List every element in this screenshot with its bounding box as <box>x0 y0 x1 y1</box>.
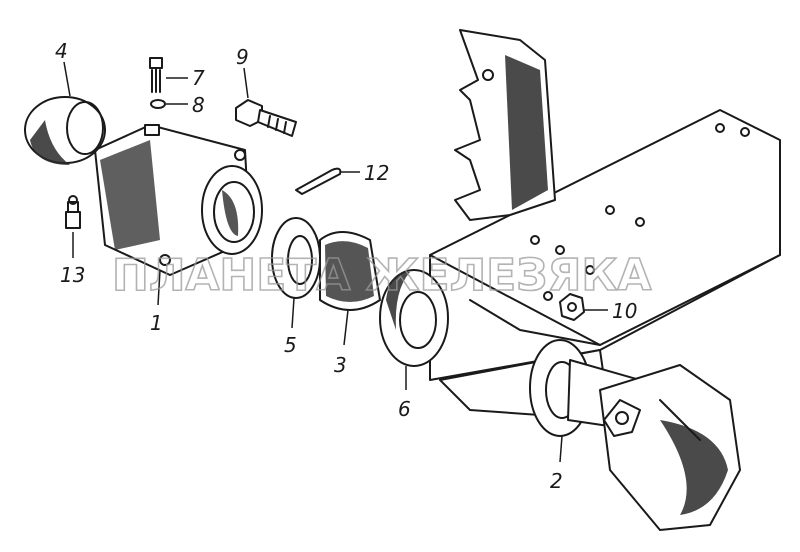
bolt-7 <box>149 57 163 93</box>
callout-8: 8 <box>192 93 205 117</box>
watermark-text: ПЛАНЕТА ЖЕЛЕЗЯКА <box>112 250 651 301</box>
callout-12: 12 <box>364 161 389 185</box>
callout-9: 9 <box>236 45 249 69</box>
cotter-pin-12 <box>295 167 342 195</box>
bolt-9 <box>235 99 297 137</box>
callout-3: 3 <box>334 353 347 377</box>
mounting-bracket <box>454 29 556 221</box>
grease-fitting-13 <box>65 195 81 229</box>
leader-lines <box>63 61 608 463</box>
washer-8 <box>150 99 166 109</box>
callout-2: 2 <box>550 469 563 493</box>
callout-1: 1 <box>150 311 163 335</box>
callout-13: 13 <box>60 263 85 287</box>
callout-10: 10 <box>612 299 637 323</box>
callout-4: 4 <box>55 39 68 63</box>
bushing-3 <box>319 231 381 311</box>
washer-5 <box>271 217 321 299</box>
cap-4 <box>24 96 106 165</box>
callout-5: 5 <box>284 333 297 357</box>
callout-6: 6 <box>398 397 411 421</box>
tow-hook-2 <box>529 339 741 531</box>
housing-1 <box>94 124 263 276</box>
nut-10 <box>559 293 585 321</box>
washer-6 <box>379 269 449 367</box>
callout-7: 7 <box>192 66 205 90</box>
